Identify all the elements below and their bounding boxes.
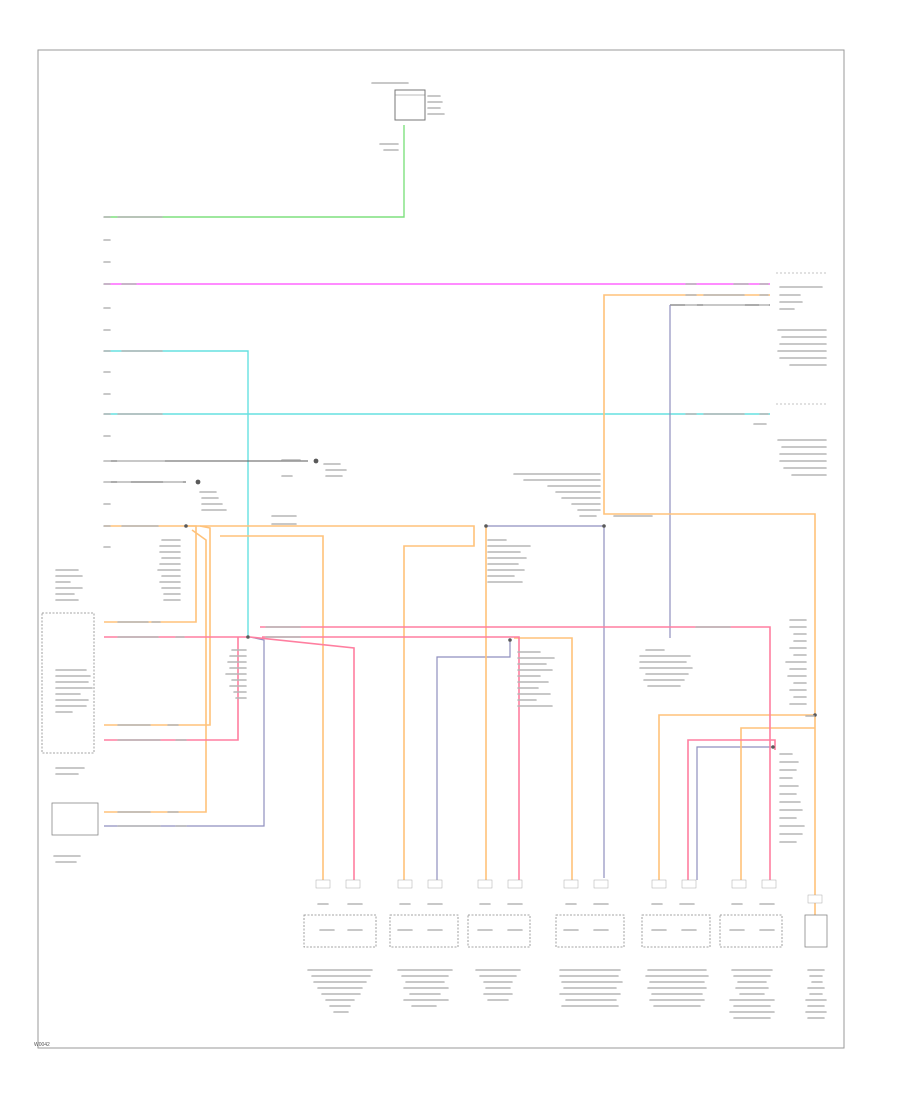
component-box-1 — [303, 914, 377, 948]
bottom-left-module-box — [51, 802, 99, 836]
right-separators — [776, 272, 826, 405]
wire-orange — [104, 294, 816, 915]
component-box-2 — [389, 914, 459, 948]
bottom-components — [303, 914, 828, 948]
connector-stubs — [315, 879, 823, 904]
illegible-label-marks — [53, 82, 827, 1019]
splice-points — [184, 458, 817, 749]
wire-lt-green — [104, 125, 405, 218]
component-box-5 — [641, 914, 711, 948]
component-box-4 — [555, 914, 625, 948]
instrument-cluster-box — [41, 612, 95, 754]
component-box-7 — [804, 914, 828, 948]
page-code: W0042 — [34, 1042, 50, 1048]
wire-pink — [104, 626, 776, 880]
module-boxes-left — [41, 612, 99, 836]
wire-gray-violet — [104, 305, 773, 880]
component-box-6 — [719, 914, 783, 948]
component-box-3 — [467, 914, 531, 948]
diagram-border — [37, 49, 845, 1049]
fuse-box — [394, 89, 426, 121]
